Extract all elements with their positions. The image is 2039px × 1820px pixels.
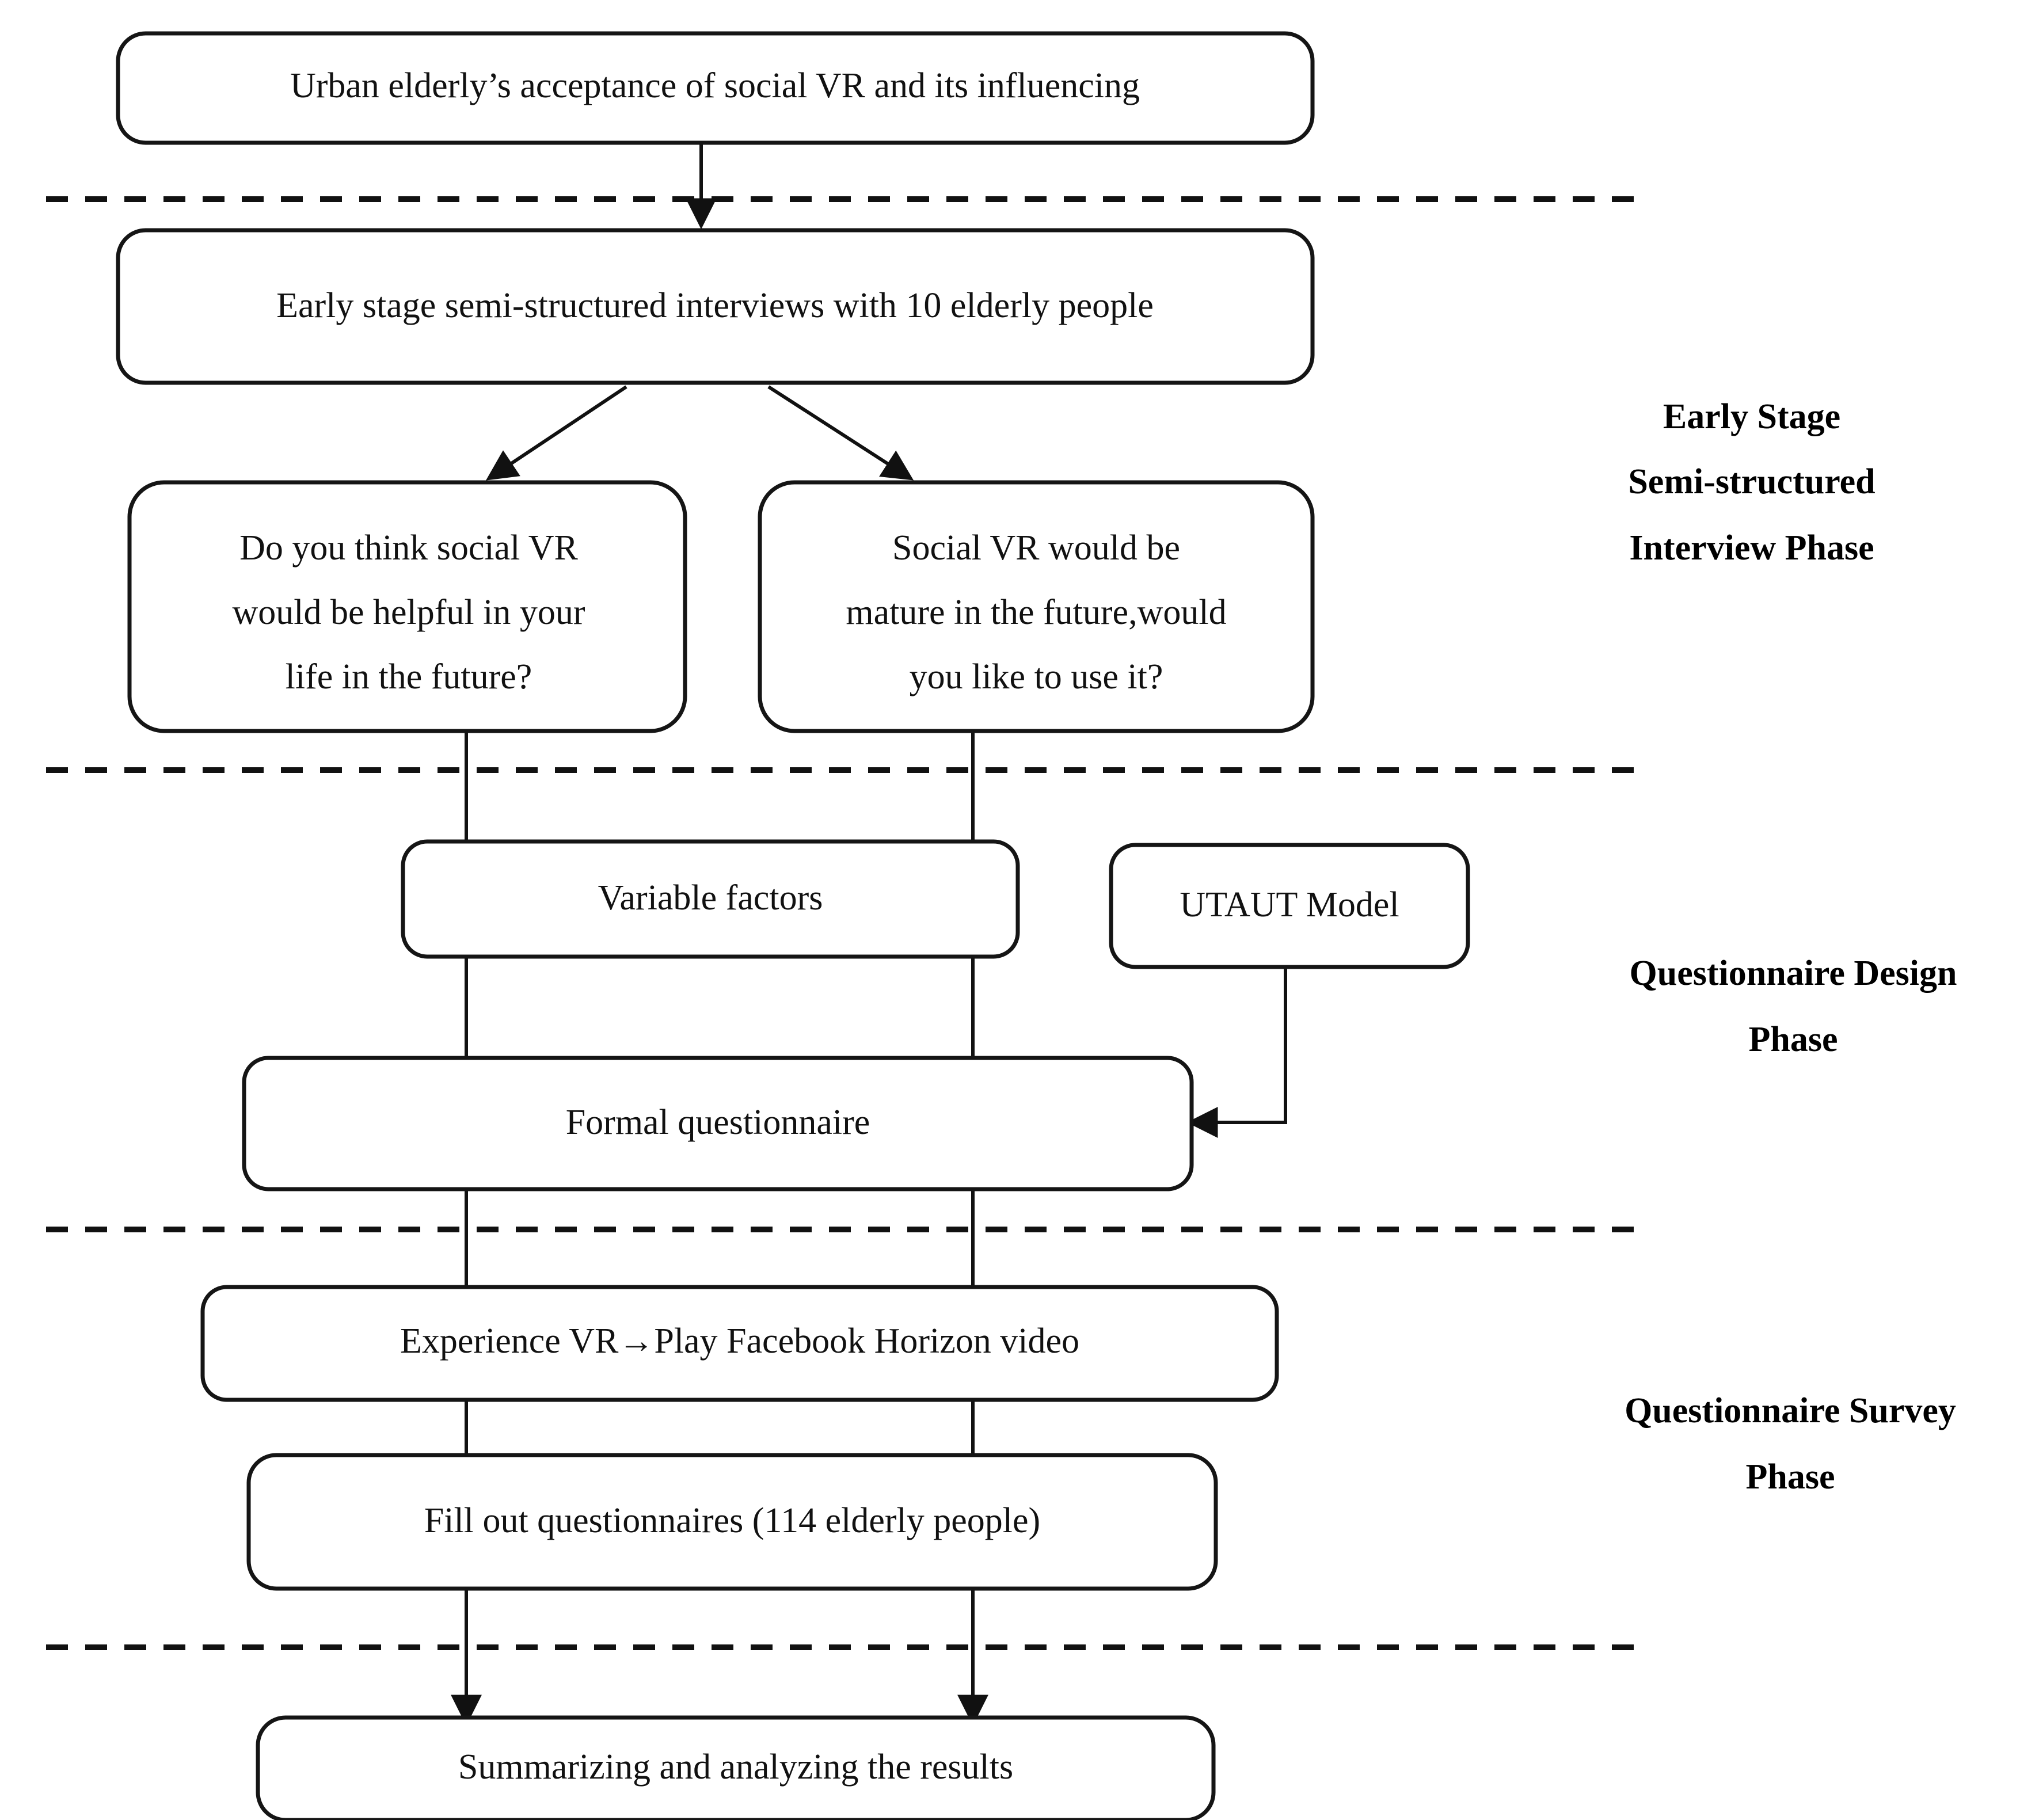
node-variable-factors[interactable]: Variable factors [401,839,1020,959]
node-fill-questionnaires-label: Fill out questionnaires (114 elderly peo… [424,1501,1040,1540]
node-question-right[interactable]: Social VR would be mature in the future,… [758,480,1315,733]
connector-interviews-to-question-left [486,385,627,481]
node-utaut-model-label: UTAUT Model [1180,885,1399,924]
node-variable-factors-label: Variable factors [598,878,823,917]
phase-label-questionnaire-design-line2: Phase [1749,1020,1838,1059]
connector-interviews-to-question-right [767,385,914,481]
node-utaut-model[interactable]: UTAUT Model [1109,843,1470,969]
node-fill-questionnaires[interactable]: Fill out questionnaires (114 elderly peo… [246,1453,1218,1591]
node-question-right-line1: Social VR would be [892,528,1180,568]
node-interviews-label: Early stage semi-structured interviews w… [276,286,1154,325]
node-interviews[interactable]: Early stage semi-structured interviews w… [116,228,1315,385]
phase-label-early-stage-line1: Early Stage [1663,397,1840,436]
node-question-left-line3: life in the future? [286,657,532,696]
node-experience-vr-label: Experience VR→Play Facebook Horizon vide… [400,1322,1079,1361]
phase-label-questionnaire-design-line1: Questionnaire Design [1630,954,1957,993]
node-formal-questionnaire-label: Formal questionnaire [566,1103,870,1142]
phase-label-questionnaire-survey-line1: Questionnaire Survey [1625,1391,1956,1430]
node-question-left[interactable]: Do you think social VR would be helpful … [127,480,687,733]
node-experience-vr[interactable]: Experience VR→Play Facebook Horizon vide… [200,1285,1279,1402]
phase-label-early-stage-line3: Interview Phase [1629,528,1874,568]
phase-label-early-stage-line2: Semi-structured [1628,462,1875,501]
node-question-left-line1: Do you think social VR [239,528,578,568]
connector-utaut-to-formal-questionnaire [1186,967,1287,1138]
node-topic-label: Urban elderly’s acceptance of social VR … [290,66,1140,105]
node-formal-questionnaire[interactable]: Formal questionnaire [242,1056,1194,1191]
phase-label-early-stage: Early Stage Semi-structured Interview Ph… [1628,397,1875,568]
phase-label-questionnaire-survey-line2: Phase [1746,1457,1835,1497]
phase-label-questionnaire-survey: Questionnaire Survey Phase [1625,1391,1956,1497]
node-summarize-label: Summarizing and analyzing the results [458,1747,1013,1787]
phase-label-questionnaire-design: Questionnaire Design Phase [1630,954,1957,1059]
node-question-right-line2: mature in the future,would [846,593,1226,632]
node-question-left-line2: would be helpful in your [232,593,585,632]
node-summarize[interactable]: Summarizing and analyzing the results [256,1715,1216,1820]
node-topic[interactable]: Urban elderly’s acceptance of social VR … [116,31,1315,145]
node-question-right-line3: you like to use it? [910,657,1163,696]
